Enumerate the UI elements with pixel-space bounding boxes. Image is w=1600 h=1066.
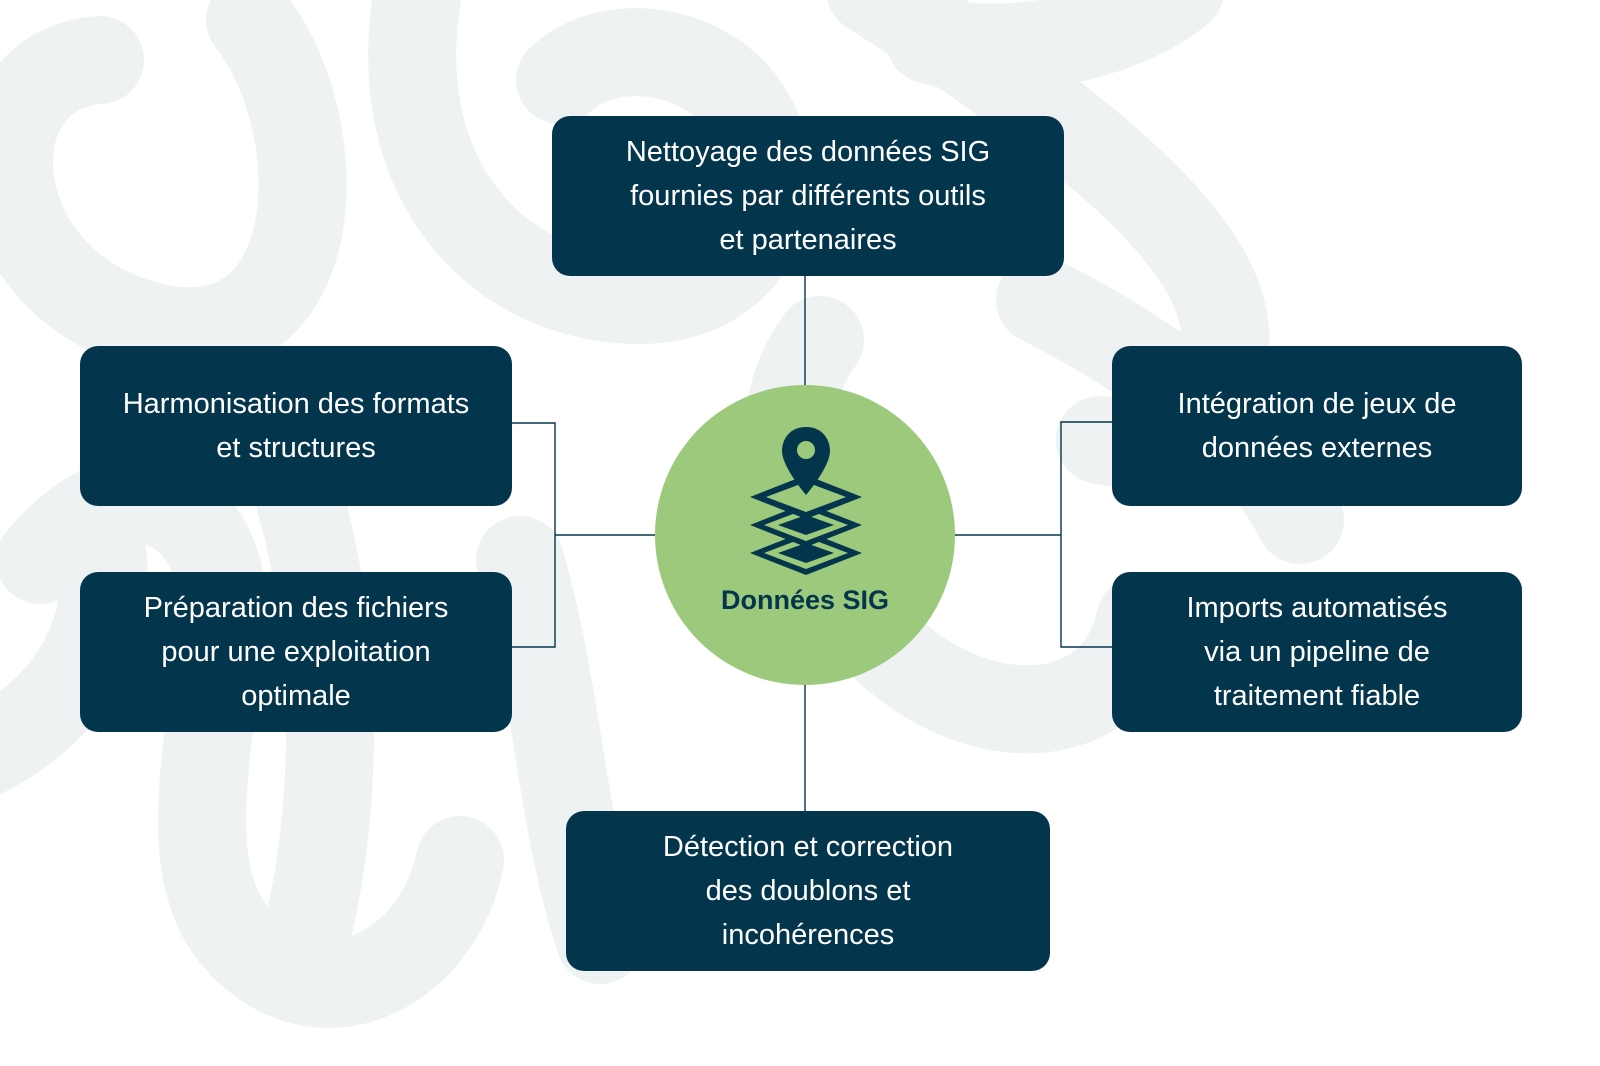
node-left-lower-label: Préparation des fichiers pour une exploi… xyxy=(143,592,449,712)
node-bottom: Détection et correction des doublons et … xyxy=(566,811,1050,971)
node-top-label: Nettoyage des données SIG fournies par d… xyxy=(625,136,991,256)
center-node: Données SIG xyxy=(655,385,955,685)
center-label: Données SIG xyxy=(720,585,890,615)
connector-right xyxy=(1060,421,1112,648)
node-right-upper: Intégration de jeux de données externes xyxy=(1112,346,1522,506)
node-bottom-label: Détection et correction des doublons et … xyxy=(662,831,954,951)
connector-left xyxy=(512,422,556,648)
node-left-upper-label: Harmonisation des formats et structures xyxy=(122,388,470,464)
node-top: Nettoyage des données SIG fournies par d… xyxy=(552,116,1064,276)
node-left-lower: Préparation des fichiers pour une exploi… xyxy=(80,572,512,732)
node-left-upper: Harmonisation des formats et structures xyxy=(80,346,512,506)
node-right-lower-label: Imports automatisés via un pipeline de t… xyxy=(1186,592,1448,712)
node-right-lower: Imports automatisés via un pipeline de t… xyxy=(1112,572,1522,732)
map-layers-pin-icon xyxy=(750,427,862,575)
node-right-upper-label: Intégration de jeux de données externes xyxy=(1177,388,1457,464)
